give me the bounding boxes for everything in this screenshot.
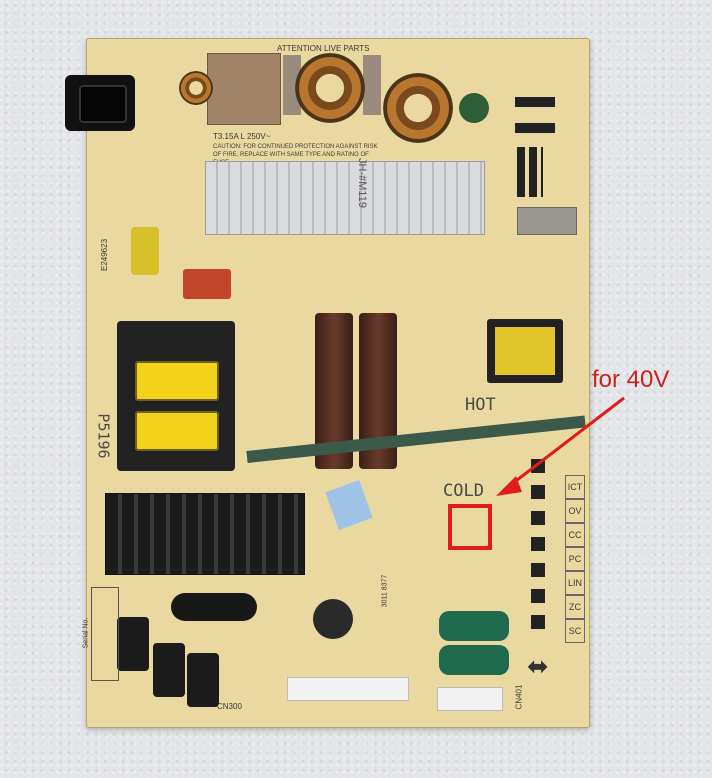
- code-label: E249623: [100, 238, 110, 272]
- red-capacitor: [183, 269, 231, 299]
- small-inductor: [179, 71, 213, 105]
- output-capacitor-3: [153, 643, 185, 697]
- connector-label: CC: [565, 523, 585, 547]
- transformer-winding-2: [135, 411, 219, 451]
- serial-label: Serial No.: [82, 617, 90, 649]
- connector-label: OV: [565, 499, 585, 523]
- x-capacitor-2: [363, 55, 381, 115]
- cn401-label: CN401: [514, 684, 524, 710]
- connector-labels: ICT OV CC PC LIN ZC SC: [565, 475, 585, 643]
- yellow-capacitor: [131, 227, 159, 275]
- isolation-slot: [246, 415, 586, 463]
- connector-label: ICT: [565, 475, 585, 499]
- connector-label: LIN: [565, 571, 585, 595]
- relay: [517, 207, 577, 235]
- fuse-label: T3.15A L 250V~: [213, 132, 271, 141]
- filter-block: [207, 53, 281, 125]
- green-capacitor-2: [439, 645, 509, 675]
- connector-cn300: [287, 677, 409, 701]
- connector-label: SC: [565, 619, 585, 643]
- diode-2: [515, 123, 555, 133]
- double-arrow-icon: ⬌: [527, 651, 549, 681]
- serial-box: [91, 587, 119, 681]
- primary-heatsink: [205, 161, 485, 235]
- output-capacitor-1: [171, 593, 257, 621]
- connector-label: ZC: [565, 595, 585, 619]
- standby-transformer: [487, 319, 563, 383]
- thermistor: [459, 93, 489, 123]
- attention-label: ATTENTION LIVE PARTS: [277, 44, 370, 53]
- green-capacitor-1: [439, 611, 509, 641]
- jumper-column: [531, 459, 545, 629]
- output-capacitor-2: [117, 617, 149, 671]
- hot-label: HOT: [465, 395, 496, 415]
- vertical-diodes: [517, 147, 543, 197]
- highlight-box: [448, 504, 492, 550]
- blue-sticker: [325, 480, 373, 530]
- cn300-label: CN300: [217, 702, 242, 711]
- main-transformer: [117, 321, 235, 471]
- annotation-label: for 40V: [592, 366, 670, 393]
- cold-label: COLD: [443, 481, 484, 501]
- diode-1: [515, 97, 555, 107]
- secondary-heatsink: [105, 493, 305, 575]
- common-mode-choke-2: [383, 73, 453, 143]
- connector-cn401: [437, 687, 503, 711]
- standby-winding: [495, 327, 555, 375]
- transformer-winding-1: [135, 361, 219, 401]
- date-code-label: 3011 8377: [381, 574, 389, 608]
- connector-label: PC: [565, 547, 585, 571]
- board-model-label: P5196: [94, 413, 113, 459]
- power-supply-board: ATTENTION LIVE PARTS T3.15A L 250V~ CAUT…: [65, 38, 590, 728]
- output-capacitor-4: [187, 653, 219, 707]
- round-inductor: [313, 599, 353, 639]
- model-code-label: JH-#M119: [355, 158, 368, 208]
- ac-inlet-socket: [79, 85, 127, 123]
- common-mode-choke: [295, 53, 365, 123]
